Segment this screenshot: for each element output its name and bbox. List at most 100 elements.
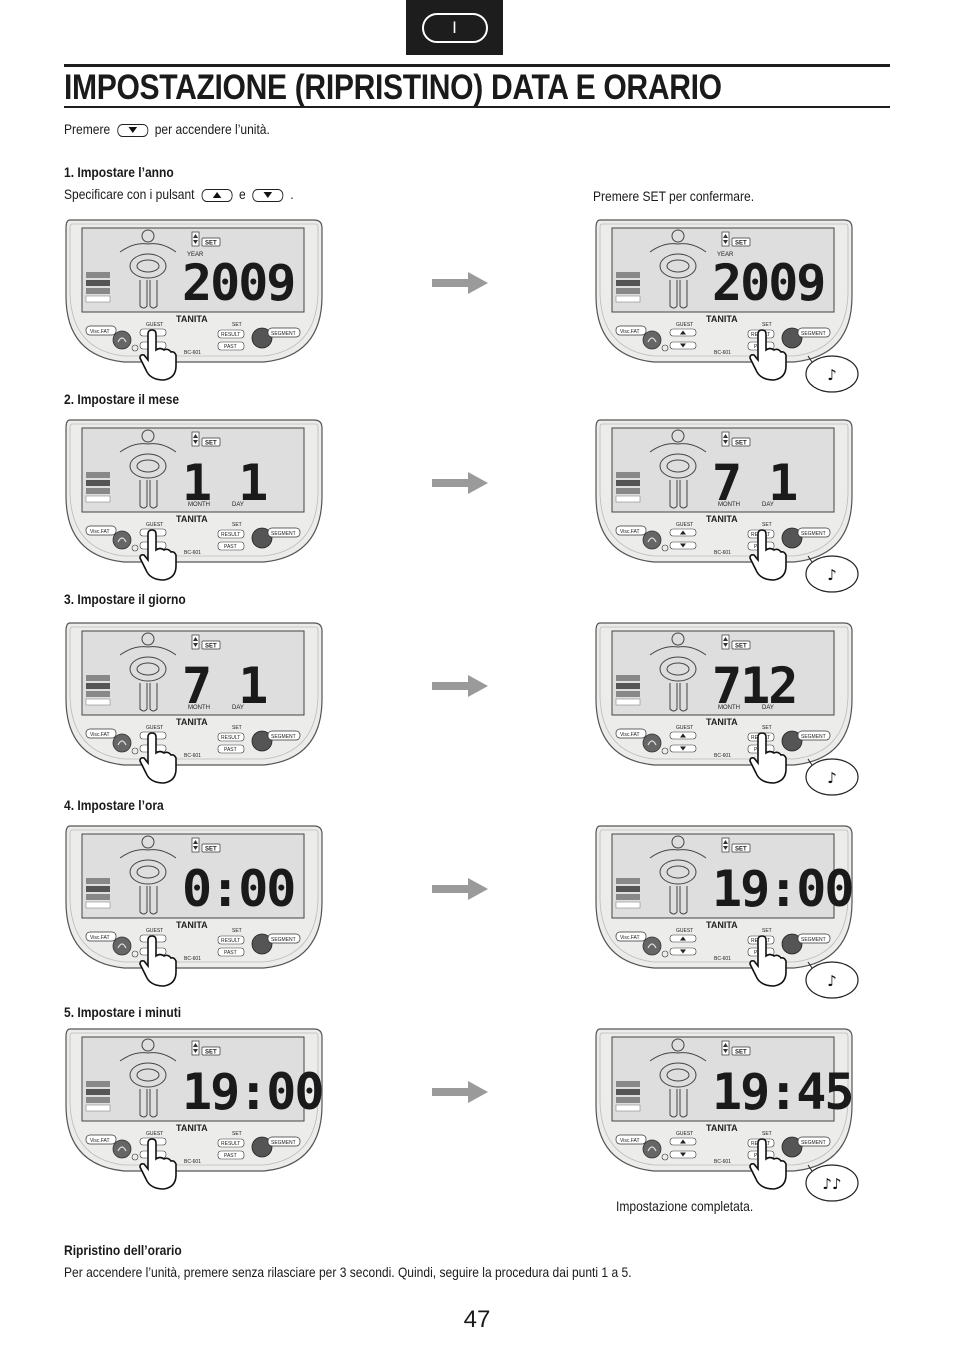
set-small-label: SET xyxy=(762,725,772,731)
result-label: RESULT xyxy=(221,938,240,944)
viscfat-label: Visc.FAT xyxy=(620,529,640,535)
segment-button-icon xyxy=(781,327,803,349)
viscfat-label: Visc.FAT xyxy=(620,732,640,738)
lcd-value: 712 xyxy=(712,657,796,715)
language-tab-label: I xyxy=(421,12,488,43)
step-arrow xyxy=(432,1081,488,1103)
year-label: YEAR xyxy=(187,252,204,258)
beep-bubble: ♪♪ xyxy=(805,1164,859,1202)
person-button-icon xyxy=(642,733,662,753)
confirm-instruction: Premere SET per confermare. xyxy=(593,188,755,204)
set-label: SET xyxy=(205,644,217,650)
segment-button-icon xyxy=(251,327,273,349)
past-label: PAST xyxy=(224,747,237,753)
lcd-value: 7 1 xyxy=(182,657,266,715)
viscfat-label: Visc.FAT xyxy=(620,329,640,335)
timer-icon xyxy=(131,1153,139,1161)
level-bars-icon xyxy=(615,675,641,706)
past-label: PAST xyxy=(224,1153,237,1159)
down-button-icon xyxy=(116,123,148,137)
set-indicator: SET xyxy=(191,634,221,650)
brand-logo: TANITA xyxy=(706,920,738,930)
step1-text-before: Specificare con i pulsant xyxy=(64,186,195,202)
step1-text-middle: e xyxy=(239,186,246,202)
set-label: SET xyxy=(205,847,217,853)
title-rule-bottom xyxy=(64,106,890,108)
scale-illustration-after: SET YEAR 2009 GUEST TANITA SET Visc.FAT … xyxy=(594,216,859,393)
segment-label: SEGMENT xyxy=(271,531,296,537)
lcd-value: 19:00 xyxy=(182,1063,323,1121)
timer-icon xyxy=(131,344,139,352)
brand-logo: TANITA xyxy=(706,717,738,727)
guest-label: GUEST xyxy=(146,322,163,328)
step3-heading: 3. Impostare il giorno xyxy=(64,591,186,607)
body-figure-icon xyxy=(119,229,177,309)
segment-label: SEGMENT xyxy=(801,1140,826,1146)
body-figure-icon xyxy=(649,632,707,712)
language-tab: I xyxy=(406,0,503,55)
body-figure-icon xyxy=(119,1038,177,1118)
set-small-label: SET xyxy=(232,522,242,528)
step-arrow xyxy=(432,472,488,494)
scale-illustration-after: SET 19:45 GUEST TANITA SET Visc.FAT RESU… xyxy=(594,1025,859,1202)
model-label: BC-601 xyxy=(714,753,731,759)
timer-icon xyxy=(131,747,139,755)
brand-logo: TANITA xyxy=(176,717,208,727)
person-button-icon xyxy=(112,1139,132,1159)
model-label: BC-601 xyxy=(184,956,201,962)
segment-button-icon xyxy=(251,1136,273,1158)
level-bars-icon xyxy=(85,1081,111,1112)
intro-after: per accendere l’unità. xyxy=(154,121,270,137)
intro-before: Premere xyxy=(64,121,111,137)
level-bars-icon xyxy=(85,675,111,706)
set-indicator: SET xyxy=(191,1040,221,1056)
timer-icon xyxy=(131,950,139,958)
month-label: MONTH xyxy=(188,502,210,508)
level-bars-icon xyxy=(85,878,111,909)
set-indicator: SET xyxy=(721,634,751,650)
music-note-icon: ♪ xyxy=(827,972,837,990)
arrow-right-icon xyxy=(432,878,488,900)
segment-button-icon xyxy=(251,527,273,549)
finger-press-icon xyxy=(749,935,787,987)
viscfat-label: Visc.FAT xyxy=(90,1138,110,1144)
level-bars-icon xyxy=(85,472,111,503)
scale-illustration-after: SET MONTH DAY 7 1 GUEST TANITA SET Visc.… xyxy=(594,416,859,593)
step-arrow xyxy=(432,272,488,294)
month-label: MONTH xyxy=(188,705,210,711)
beep-bubble: ♪ xyxy=(805,758,859,796)
person-button-icon xyxy=(112,733,132,753)
body-figure-icon xyxy=(649,229,707,309)
segment-button-icon xyxy=(251,933,273,955)
day-label: DAY xyxy=(762,502,774,508)
scale-illustration-after: SET 19:00 GUEST TANITA SET Visc.FAT RESU… xyxy=(594,822,859,999)
model-label: BC-601 xyxy=(184,1159,201,1165)
model-label: BC-601 xyxy=(714,550,731,556)
music-note-icon: ♪ xyxy=(827,769,837,787)
person-button-icon xyxy=(642,330,662,350)
brand-logo: TANITA xyxy=(176,514,208,524)
down-button-icon xyxy=(252,188,284,202)
set-indicator: SET xyxy=(721,837,751,853)
viscfat-label: Visc.FAT xyxy=(620,935,640,941)
guest-label: GUEST xyxy=(676,928,693,934)
scale-illustration-before: SET MONTH DAY 1 1 GUEST TANITA SET Visc.… xyxy=(64,416,324,581)
timer-icon xyxy=(661,544,669,552)
body-figure-icon xyxy=(119,429,177,509)
month-label: MONTH xyxy=(718,502,740,508)
segment-button-icon xyxy=(781,933,803,955)
lcd-value: 2009 xyxy=(182,254,294,312)
guest-label: GUEST xyxy=(146,928,163,934)
arrow-right-icon xyxy=(432,675,488,697)
step2-heading: 2. Impostare il mese xyxy=(64,391,180,407)
scale-illustration-after: SET MONTH DAY 712 GUEST TANITA SET Visc.… xyxy=(594,619,859,796)
result-label: RESULT xyxy=(221,532,240,538)
segment-label: SEGMENT xyxy=(801,531,826,537)
set-indicator: SET xyxy=(721,1040,751,1056)
set-small-label: SET xyxy=(762,928,772,934)
set-small-label: SET xyxy=(232,1131,242,1137)
level-bars-icon xyxy=(615,878,641,909)
lcd-value: 2009 xyxy=(712,254,824,312)
scale-illustration-before: SET YEAR 2009 GUEST TANITA SET Visc.FAT … xyxy=(64,216,324,381)
arrow-right-icon xyxy=(432,1081,488,1103)
